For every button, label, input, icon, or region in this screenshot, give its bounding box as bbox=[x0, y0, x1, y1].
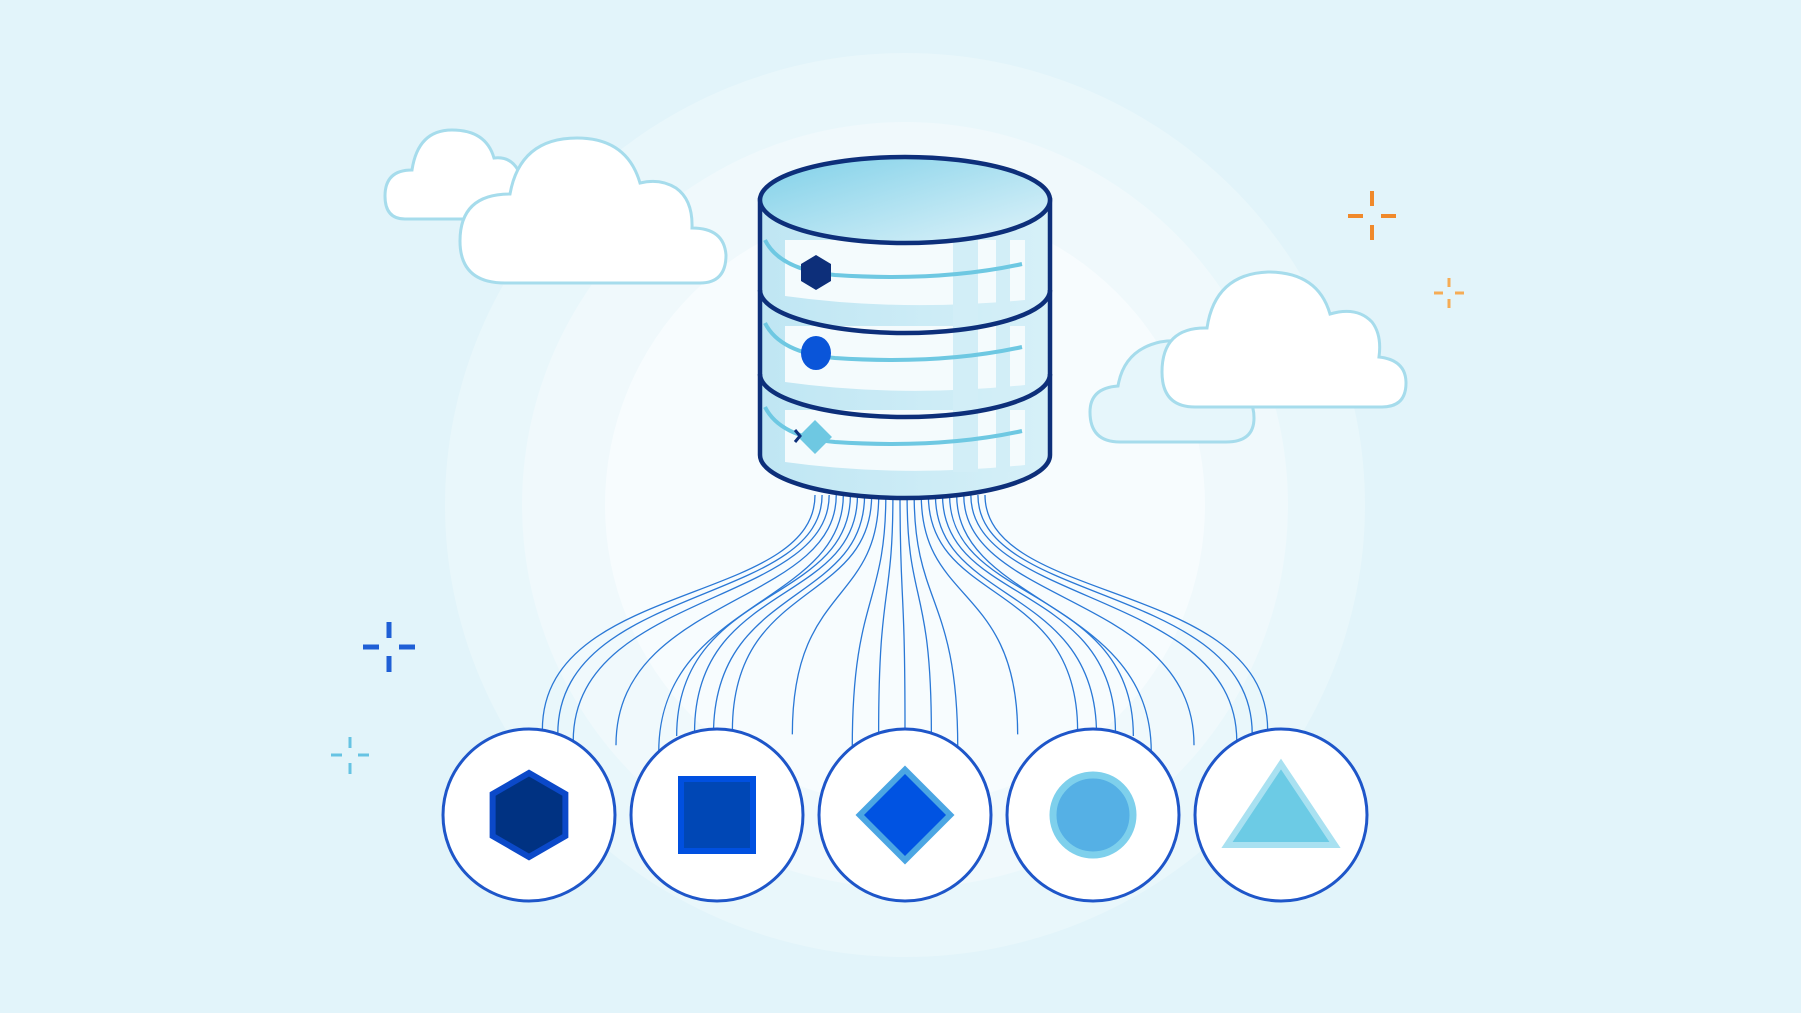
hexagon-icon bbox=[801, 255, 831, 290]
circle-node bbox=[1005, 727, 1181, 903]
connection-line bbox=[615, 494, 837, 746]
connection-line bbox=[572, 494, 830, 742]
connection-line bbox=[963, 494, 1195, 746]
connection-line bbox=[851, 494, 887, 748]
connection-line bbox=[731, 494, 873, 731]
connection-line bbox=[541, 494, 816, 731]
connection-line bbox=[791, 494, 880, 735]
diamond-icon bbox=[793, 420, 832, 454]
diamond-node bbox=[817, 727, 993, 903]
sparkle-icon bbox=[363, 622, 415, 672]
circle-icon bbox=[1049, 771, 1137, 859]
connection-line bbox=[877, 494, 894, 734]
sparkle-icon bbox=[1348, 191, 1396, 240]
connection-line bbox=[712, 494, 866, 735]
hexagon-icon bbox=[489, 769, 569, 861]
connection-line bbox=[913, 494, 959, 748]
circle-icon bbox=[801, 336, 831, 370]
connection-line bbox=[676, 494, 852, 736]
square-icon bbox=[678, 776, 756, 854]
connection-line bbox=[899, 494, 906, 730]
connection-line bbox=[984, 494, 1269, 731]
hexagon-node bbox=[441, 727, 617, 903]
connection-lines bbox=[541, 494, 1269, 752]
connection-line bbox=[934, 494, 1098, 735]
connection-line bbox=[941, 494, 1117, 732]
connection-line bbox=[557, 494, 823, 735]
connection-line bbox=[906, 494, 933, 734]
triangle-node bbox=[1193, 727, 1369, 903]
diamond-icon bbox=[855, 765, 955, 865]
connection-line bbox=[977, 494, 1253, 735]
connection-line bbox=[956, 494, 1152, 752]
triangle-icon bbox=[1221, 758, 1341, 848]
sparkle-icon bbox=[331, 737, 369, 774]
connection-line bbox=[970, 494, 1238, 742]
square-node bbox=[629, 727, 805, 903]
connection-line bbox=[927, 494, 1079, 731]
database-icon bbox=[757, 154, 1053, 501]
cloud-icon bbox=[1088, 270, 1408, 444]
connection-line bbox=[920, 494, 1019, 735]
sparkle-icon bbox=[1434, 278, 1464, 308]
cloud-icon bbox=[383, 128, 728, 285]
connection-line bbox=[693, 494, 859, 732]
